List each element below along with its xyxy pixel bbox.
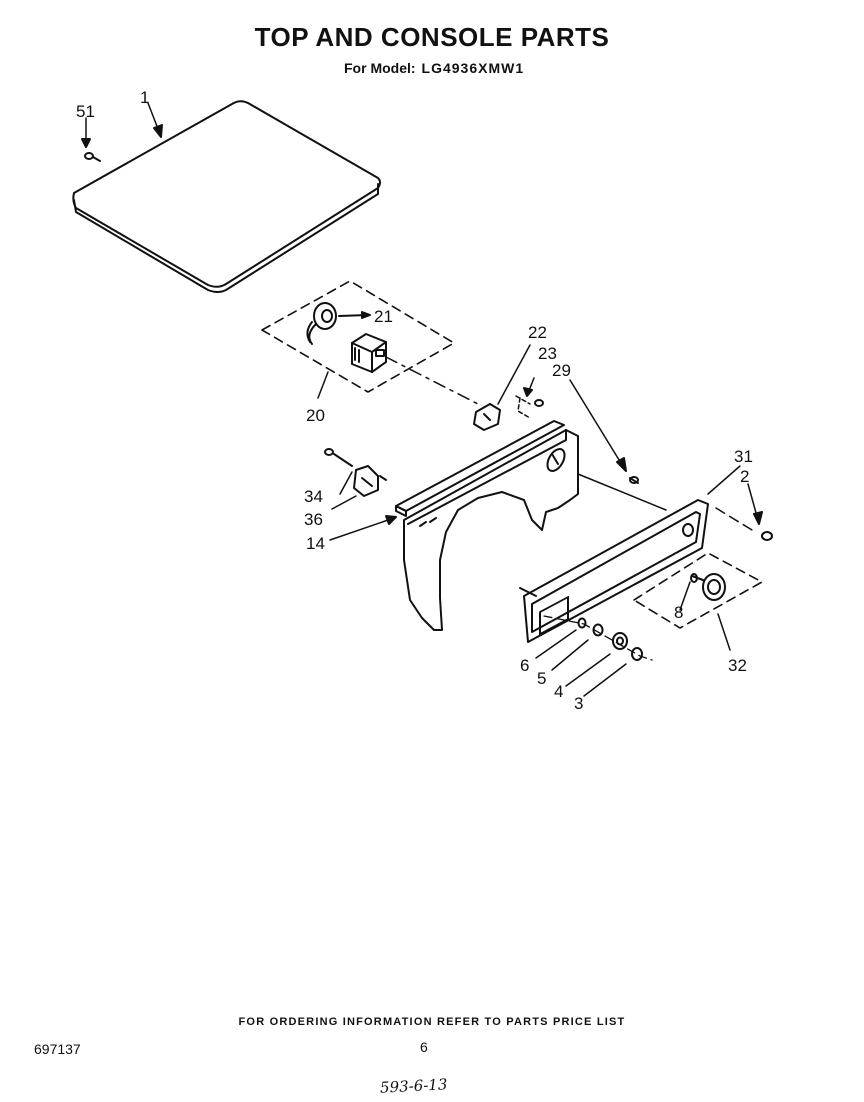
- control-panel-31: [519, 465, 773, 643]
- page-number: 6: [420, 1039, 428, 1055]
- parts-diagram: 51 1 21 20 22 23 29 34 36 14 31 2 8 32 6…: [72, 88, 773, 713]
- label-23: 23: [538, 344, 557, 363]
- timer-switch-20: [351, 333, 387, 373]
- model-label: For Model:: [344, 60, 416, 76]
- hardware-stack: [535, 615, 653, 697]
- console-panel-14: [395, 420, 579, 631]
- selector-knob-36: [324, 448, 387, 510]
- label-5: 5: [537, 669, 546, 688]
- screw-23: [515, 377, 544, 419]
- page-title: TOP AND CONSOLE PARTS: [254, 22, 610, 52]
- bracket-22: [473, 344, 531, 431]
- label-51: 51: [76, 102, 95, 121]
- knob-8: [679, 573, 726, 611]
- handwritten-note: 593-6-13: [379, 1075, 448, 1097]
- label-34: 34: [304, 487, 323, 506]
- label-21: 21: [374, 307, 393, 326]
- label-31: 31: [734, 447, 753, 466]
- label-20: 20: [306, 406, 325, 425]
- label-29: 29: [552, 361, 571, 380]
- document-number: 697137: [34, 1041, 81, 1057]
- label-6: 6: [520, 656, 529, 675]
- model-line: For Model: LG4936XMW1: [344, 60, 524, 76]
- label-32: 32: [728, 656, 747, 675]
- label-8: 8: [674, 603, 683, 622]
- label-3: 3: [574, 694, 583, 713]
- screw-29: [569, 379, 639, 484]
- screw-51: [81, 117, 101, 162]
- ordering-note: FOR ORDERING INFORMATION REFER TO PARTS …: [238, 1016, 626, 1028]
- timer-motor-21: [306, 302, 371, 345]
- label-2: 2: [740, 467, 749, 486]
- label-36: 36: [304, 510, 323, 529]
- label-4: 4: [554, 682, 563, 701]
- top-panel: [72, 100, 381, 293]
- label-22: 22: [528, 323, 547, 342]
- label-1: 1: [140, 88, 149, 107]
- label-14: 14: [306, 534, 325, 553]
- model-number: LG4936XMW1: [421, 60, 525, 76]
